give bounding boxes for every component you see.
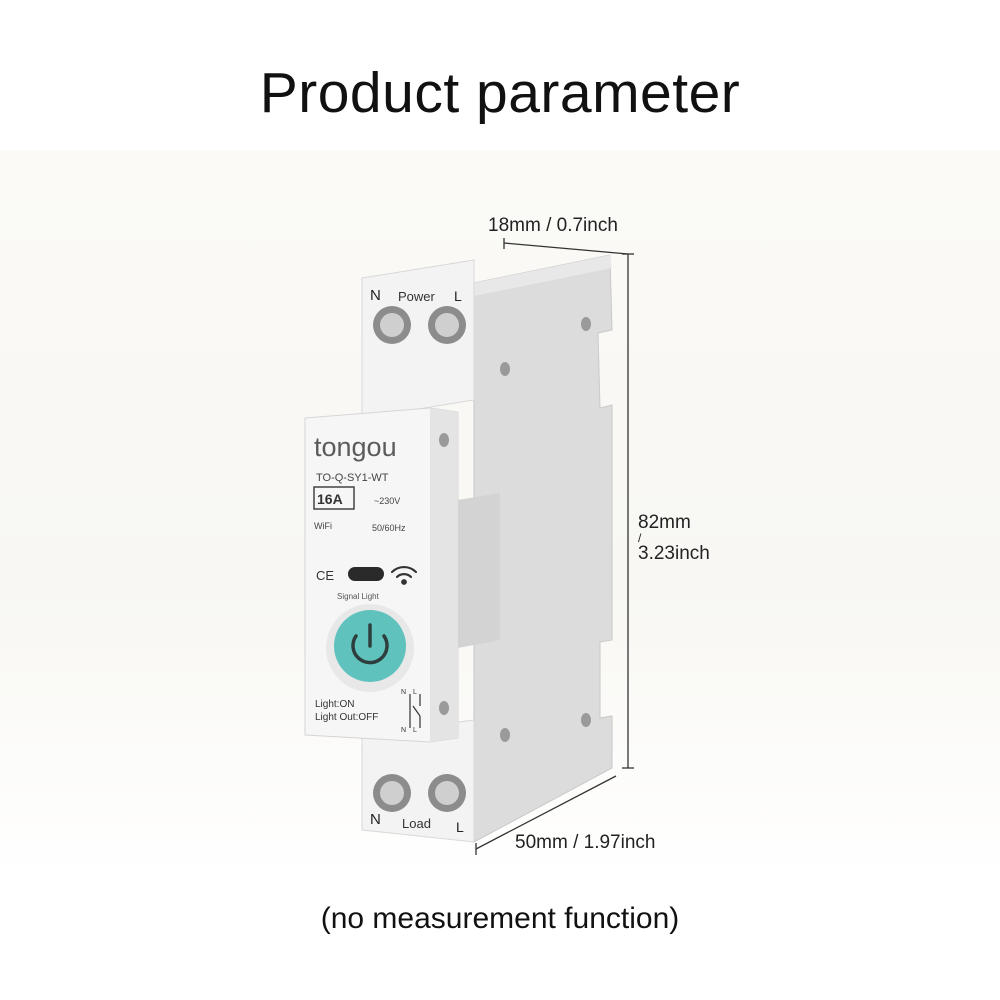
top-terminal-l-label: L [454, 288, 462, 304]
dimension-width-line [503, 238, 629, 255]
ce-mark-icon: CE [316, 568, 334, 583]
brand-logo: tongou [314, 432, 397, 462]
diagram-n-top: N [401, 689, 406, 696]
page-title: Product parameter [259, 61, 741, 125]
current-rating-box [313, 486, 355, 510]
side-hole [500, 728, 510, 742]
dimension-depth-line [475, 775, 617, 855]
model-number: TO-Q-SY1-WT [316, 472, 389, 484]
bottom-terminal-n-label: N [370, 811, 381, 828]
side-hole [581, 713, 591, 727]
front-panel-edge [430, 408, 458, 742]
signal-light-label: Signal Light [337, 592, 380, 601]
dimension-width-label: 18mm / 0.7inch [488, 215, 618, 236]
power-icon [351, 623, 389, 665]
side-hole [581, 317, 591, 331]
top-terminal-power-label: Power [398, 289, 436, 304]
wiring-diagram [409, 694, 421, 728]
top-terminal-block [361, 259, 475, 419]
side-hole [500, 362, 510, 376]
dimension-height-label: 82mm / 3.23inch [638, 512, 710, 564]
top-terminal-n-label: N [370, 287, 381, 304]
voltage-rating: ~230V [374, 496, 400, 506]
diagram-l-top: L [413, 689, 417, 696]
diagram-l-bottom: L [413, 727, 417, 734]
bottom-terminal-l-label: L [456, 819, 464, 835]
device-side-top [474, 255, 612, 296]
dimension-depth-label: 50mm / 1.97inch [515, 832, 656, 853]
light-off-label: Light Out:OFF [315, 712, 378, 723]
wifi-icon [390, 565, 418, 585]
dimension-height-inch: 3.23inch [638, 543, 710, 564]
footnote: (no measurement function) [320, 902, 680, 935]
light-on-label: Light:ON [315, 699, 354, 710]
frequency-label: 50/60Hz [372, 523, 406, 533]
current-rating: 16A [317, 491, 343, 507]
dimension-height-mm: 82mm [638, 512, 691, 533]
bottom-terminal-load-label: Load [402, 816, 431, 831]
side-recess [458, 493, 500, 648]
signal-light-indicator [348, 567, 384, 581]
dimension-height-line [622, 253, 634, 769]
wifi-label: WiFi [314, 521, 332, 531]
device-side-panel [473, 254, 613, 843]
diagram-n-bottom: N [401, 727, 406, 734]
dimension-height-separator: / [638, 531, 642, 545]
